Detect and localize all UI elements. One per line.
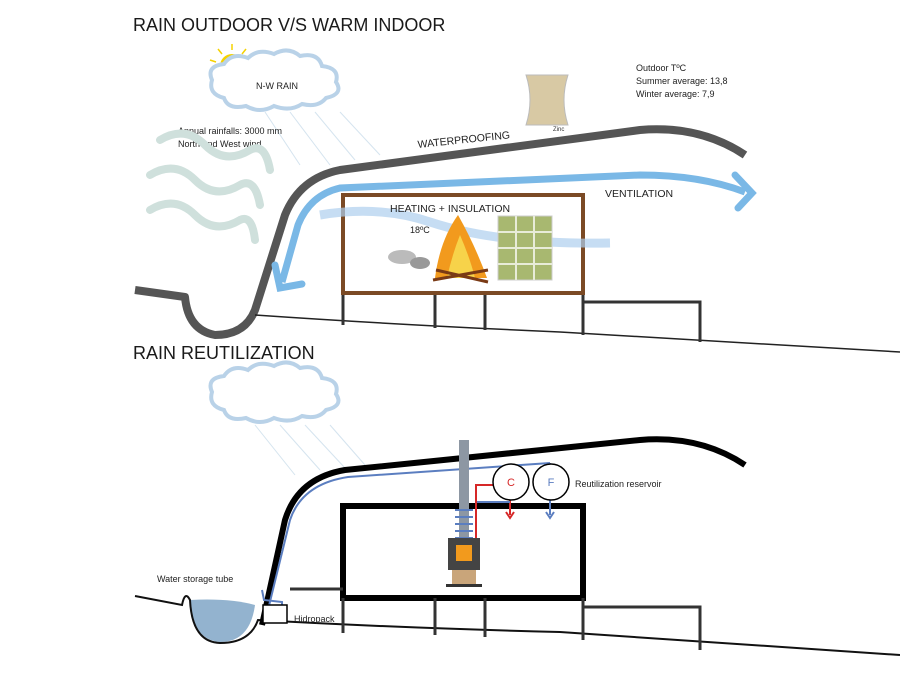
cloud-label: N-W RAIN: [256, 81, 298, 91]
hidropack-label: Hidropack: [294, 614, 335, 624]
cold-tank: [532, 463, 570, 501]
top-title: RAIN OUTDOOR V/S WARM INDOOR: [133, 15, 445, 35]
water-storage-tube: [190, 599, 255, 642]
roof-bottom: [259, 436, 747, 626]
wood-stove-icon: [446, 538, 482, 587]
wind-arrows: [146, 129, 274, 244]
winter-average: Winter average: 7,9: [636, 89, 715, 99]
hidropack-box: [262, 604, 288, 624]
bottom-title: RAIN REUTILIZATION: [133, 343, 315, 363]
cloud-icon-bottom: [208, 360, 341, 424]
hot-arrow-icon: [505, 511, 515, 520]
insulation-material-icon: [388, 250, 430, 269]
heating-label: HEATING + INSULATION: [390, 203, 510, 215]
hot-tank-label: C: [507, 477, 515, 489]
summer-average: Summer average: 13,8: [636, 76, 728, 86]
ventilation-label: VENTILATION: [605, 188, 673, 200]
green-wall-icon: [497, 215, 553, 281]
storage-label: Water storage tube: [157, 574, 233, 584]
warm-air-flow: [319, 206, 611, 248]
rain-lines: [264, 111, 381, 166]
house-stilts-top: [341, 293, 702, 342]
cloud-icon: [208, 48, 341, 112]
ground-line-bottom: [134, 595, 900, 656]
cold-tank-label: F: [548, 477, 555, 489]
fire-icon: [432, 215, 489, 284]
waterproofing-roof: [134, 125, 748, 339]
zinc-label: Zinc: [553, 127, 564, 133]
ventilation-arrow: [278, 171, 747, 283]
rain-lines-bottom: [254, 424, 366, 476]
reservoir-label: Reutilization reservoir: [575, 479, 662, 489]
arrowhead-right-icon: [731, 171, 757, 212]
temperature-label: 18ºC: [410, 225, 430, 235]
hot-tank: [492, 463, 530, 501]
house-stilts-bottom: [290, 587, 702, 650]
ground-line-top: [254, 314, 900, 353]
zinc-sample: [525, 74, 569, 126]
wind-text: North and West wind: [178, 139, 261, 149]
cold-water-pipe: [477, 500, 551, 515]
arrowhead-left-icon: [271, 261, 306, 293]
rainfall-text: Annual rainfalls: 3000 mm: [178, 126, 282, 136]
chimney: [455, 440, 473, 542]
cold-arrow-icon: [545, 511, 555, 520]
outdoor-temp-title: Outdoor TºC: [636, 63, 687, 73]
